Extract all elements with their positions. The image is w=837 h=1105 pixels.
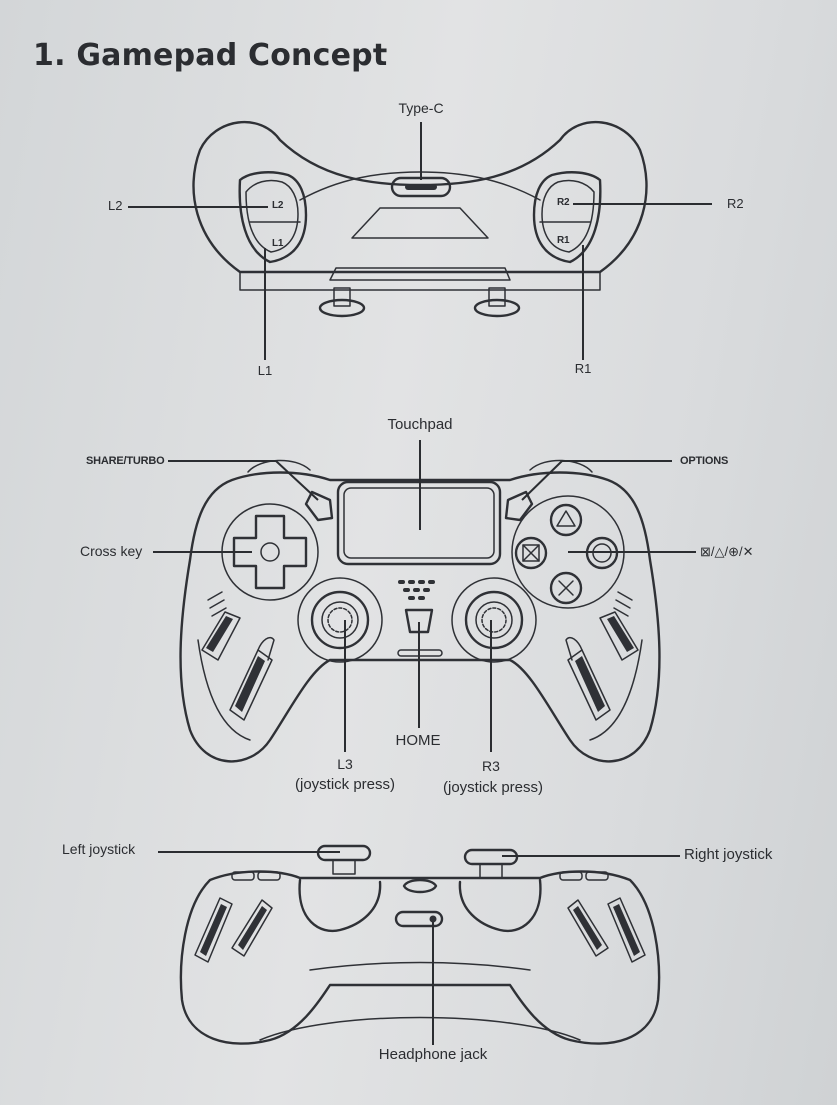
r2-button-text: R2 bbox=[557, 197, 570, 208]
cross-key-label: Cross key bbox=[80, 543, 143, 559]
r1-label: R1 bbox=[574, 361, 592, 376]
l1-label: L1 bbox=[257, 363, 273, 378]
l2-label: L2 bbox=[108, 198, 123, 213]
l1-button-text: L1 bbox=[272, 238, 284, 249]
l3-label: L3 bbox=[337, 756, 353, 772]
type-c-label: Type-C bbox=[398, 100, 444, 116]
l2-button-text: L2 bbox=[272, 200, 284, 211]
r1-button-text: R1 bbox=[557, 235, 570, 246]
l3-note: (joystick press) bbox=[294, 776, 396, 793]
home-label: HOME bbox=[395, 732, 441, 749]
bottom-view-drawing bbox=[158, 844, 680, 1045]
touchpad-label: Touchpad bbox=[387, 416, 453, 433]
front-view-drawing bbox=[153, 440, 696, 763]
options-label: OPTIONS bbox=[680, 455, 729, 467]
right-joystick-label: Right joystick bbox=[684, 846, 773, 863]
face-buttons-label: ⊠/△/⊕/✕ bbox=[700, 544, 754, 559]
section-title: 1. Gamepad Concept bbox=[33, 38, 388, 73]
r3-note: (joystick press) bbox=[442, 779, 544, 796]
headphone-jack-label: Headphone jack bbox=[378, 1046, 488, 1063]
top-view-drawing bbox=[128, 120, 712, 360]
share-turbo-label: SHARE/TURBO bbox=[86, 455, 165, 467]
left-joystick-label: Left joystick bbox=[62, 841, 136, 857]
r2-label: R2 bbox=[727, 196, 744, 211]
r3-label: R3 bbox=[482, 758, 500, 774]
